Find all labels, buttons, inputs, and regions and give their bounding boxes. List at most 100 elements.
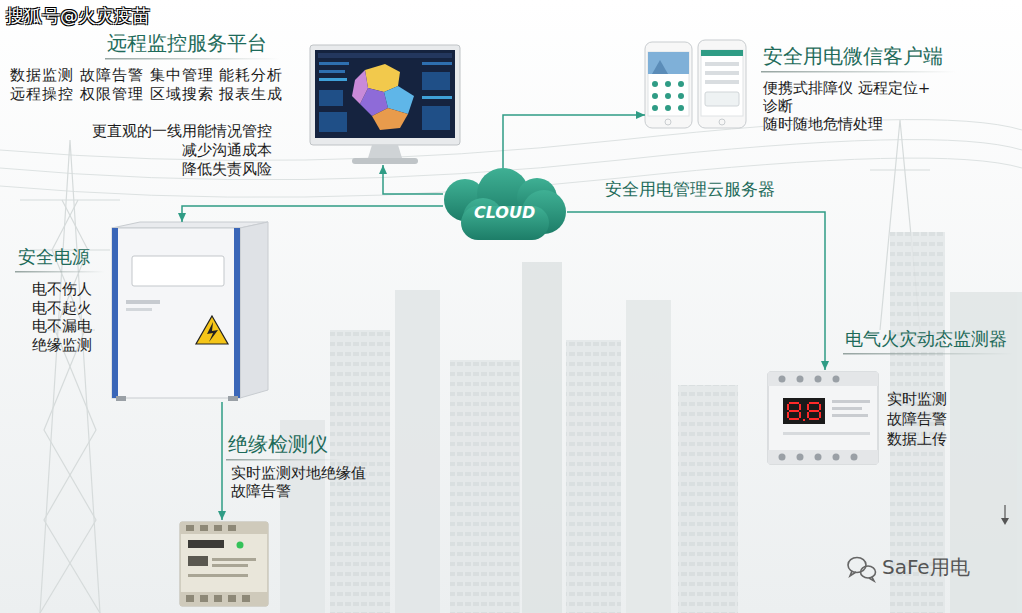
fire-monitor-picture — [783, 432, 870, 435]
fire-monitor-picture — [768, 372, 878, 464]
decor-arrow — [1001, 505, 1009, 525]
fire-monitor-picture — [832, 407, 862, 410]
cabinet-picture — [234, 228, 240, 398]
phone-pictures — [665, 105, 671, 111]
watermark: 搜狐号@火灾疫苗 — [6, 4, 150, 27]
fire-monitor-picture — [809, 418, 819, 420]
insulation-detector-picture — [188, 574, 248, 577]
monitor-picture — [422, 72, 450, 90]
phone-pictures — [678, 105, 684, 111]
cabinet-picture — [112, 222, 268, 401]
monitor-picture — [422, 96, 452, 99]
monitor-picture — [422, 62, 452, 65]
city-buildings — [626, 300, 671, 613]
cabinet-picture — [112, 228, 240, 398]
insulation-detector-picture — [200, 525, 208, 531]
phone-pictures — [678, 81, 684, 87]
monitor-picture — [310, 45, 460, 164]
phone-pictures — [645, 42, 692, 128]
phone-pictures — [645, 40, 746, 128]
fire-monitor-picture — [797, 376, 804, 383]
phone-pictures — [665, 119, 671, 125]
insulation-detector-picture — [228, 525, 236, 531]
wechat-client-node: 安全用电微信客户端便携式排障仪 远程定位+ 诊断随时随地危情处理 — [645, 40, 747, 130]
fire-monitor-picture — [833, 376, 840, 383]
fire-monitor-picture — [768, 450, 878, 464]
cabinet-picture — [207, 322, 218, 342]
cabinet-picture — [240, 222, 268, 398]
fire-monitor-picture — [815, 454, 822, 461]
cabinet-picture — [126, 300, 160, 304]
feature-list: 实时监测对地绝缘值 故障告警 — [231, 464, 391, 500]
cabinet-picture — [126, 308, 152, 311]
power-tower — [20, 120, 930, 613]
fire-monitor-picture — [787, 412, 789, 418]
heading-underlines — [15, 271, 105, 273]
monitor-picture — [319, 78, 347, 81]
decor-arrow — [1001, 518, 1009, 525]
phone-pictures — [648, 52, 689, 74]
phone-pictures — [701, 50, 743, 116]
insulation-detector-picture — [237, 542, 244, 549]
cabinet-picture — [196, 316, 228, 344]
feature-text: 随时随地危情处理 — [763, 115, 883, 133]
monitor-picture — [368, 145, 402, 158]
phone-pictures — [665, 81, 671, 87]
cabinet-picture — [116, 396, 126, 401]
feature-list: 电不伤人 电不起火 电不漏电 绝缘监测 — [32, 280, 104, 354]
monitor-picture — [319, 90, 343, 106]
phone-pictures — [705, 62, 739, 66]
wechat-icon — [861, 566, 876, 578]
insulation-detector-picture — [214, 595, 222, 602]
phone-pictures — [652, 60, 668, 74]
fire-monitor-picture — [768, 372, 878, 386]
monitor-picture — [310, 45, 460, 145]
cabinet-picture — [228, 396, 238, 401]
heading-underlines — [105, 58, 280, 60]
fire-monitor-picture — [789, 410, 799, 412]
decor-arrow — [1004, 505, 1005, 518]
phone-pictures — [652, 81, 658, 87]
phone-pictures — [705, 80, 739, 84]
section-heading: 远程监控服务平台 — [107, 31, 267, 55]
fire-monitor-picture — [787, 404, 789, 410]
phone-pictures — [705, 71, 739, 75]
power-tower — [40, 140, 100, 613]
insulation-detector-picture — [188, 540, 224, 548]
connector-arrow — [503, 115, 645, 168]
fire-monitor-picture — [768, 372, 878, 464]
phone-pictures — [678, 93, 684, 99]
monitor-picture — [319, 62, 349, 65]
city-buildings — [522, 262, 562, 613]
wechat-icon — [850, 571, 856, 576]
insulation-detector-picture — [228, 595, 236, 602]
connector-arrow — [567, 212, 825, 370]
phone-pictures — [698, 40, 746, 128]
fire-monitor-picture — [783, 398, 825, 424]
platform-node: 远程监控服务平台数据监测 故障告警 集中管理 能耗分析 远程操控 权限管理 区域… — [310, 45, 460, 165]
wechat-icon — [869, 577, 874, 581]
city-buildings — [280, 232, 1022, 613]
monitor-picture — [319, 70, 345, 73]
heading-underlines — [226, 459, 341, 461]
fire-monitor-picture — [832, 400, 870, 403]
phone-pictures — [652, 105, 658, 111]
cloud-text: CLOUD — [474, 203, 535, 223]
monitor-picture — [352, 70, 368, 104]
insulation-detector-picture — [188, 556, 208, 566]
cloud-caption: 安全用电管理云服务器 — [605, 179, 775, 199]
feature-text: 便携式排障仪 远程定位+ 诊断 — [763, 79, 941, 115]
connector-arrow — [221, 402, 223, 520]
cloud-node: CLOUD安全用电管理云服务器 — [443, 168, 567, 242]
wechat-icon — [848, 558, 866, 573]
phone-pictures — [705, 92, 739, 106]
section-heading: 绝缘检测仪 — [228, 432, 328, 456]
monitor-picture — [422, 106, 450, 130]
monitor-picture — [352, 158, 418, 164]
monitor-picture — [319, 112, 347, 132]
monitor-picture — [318, 53, 452, 58]
phone-pictures — [665, 93, 671, 99]
